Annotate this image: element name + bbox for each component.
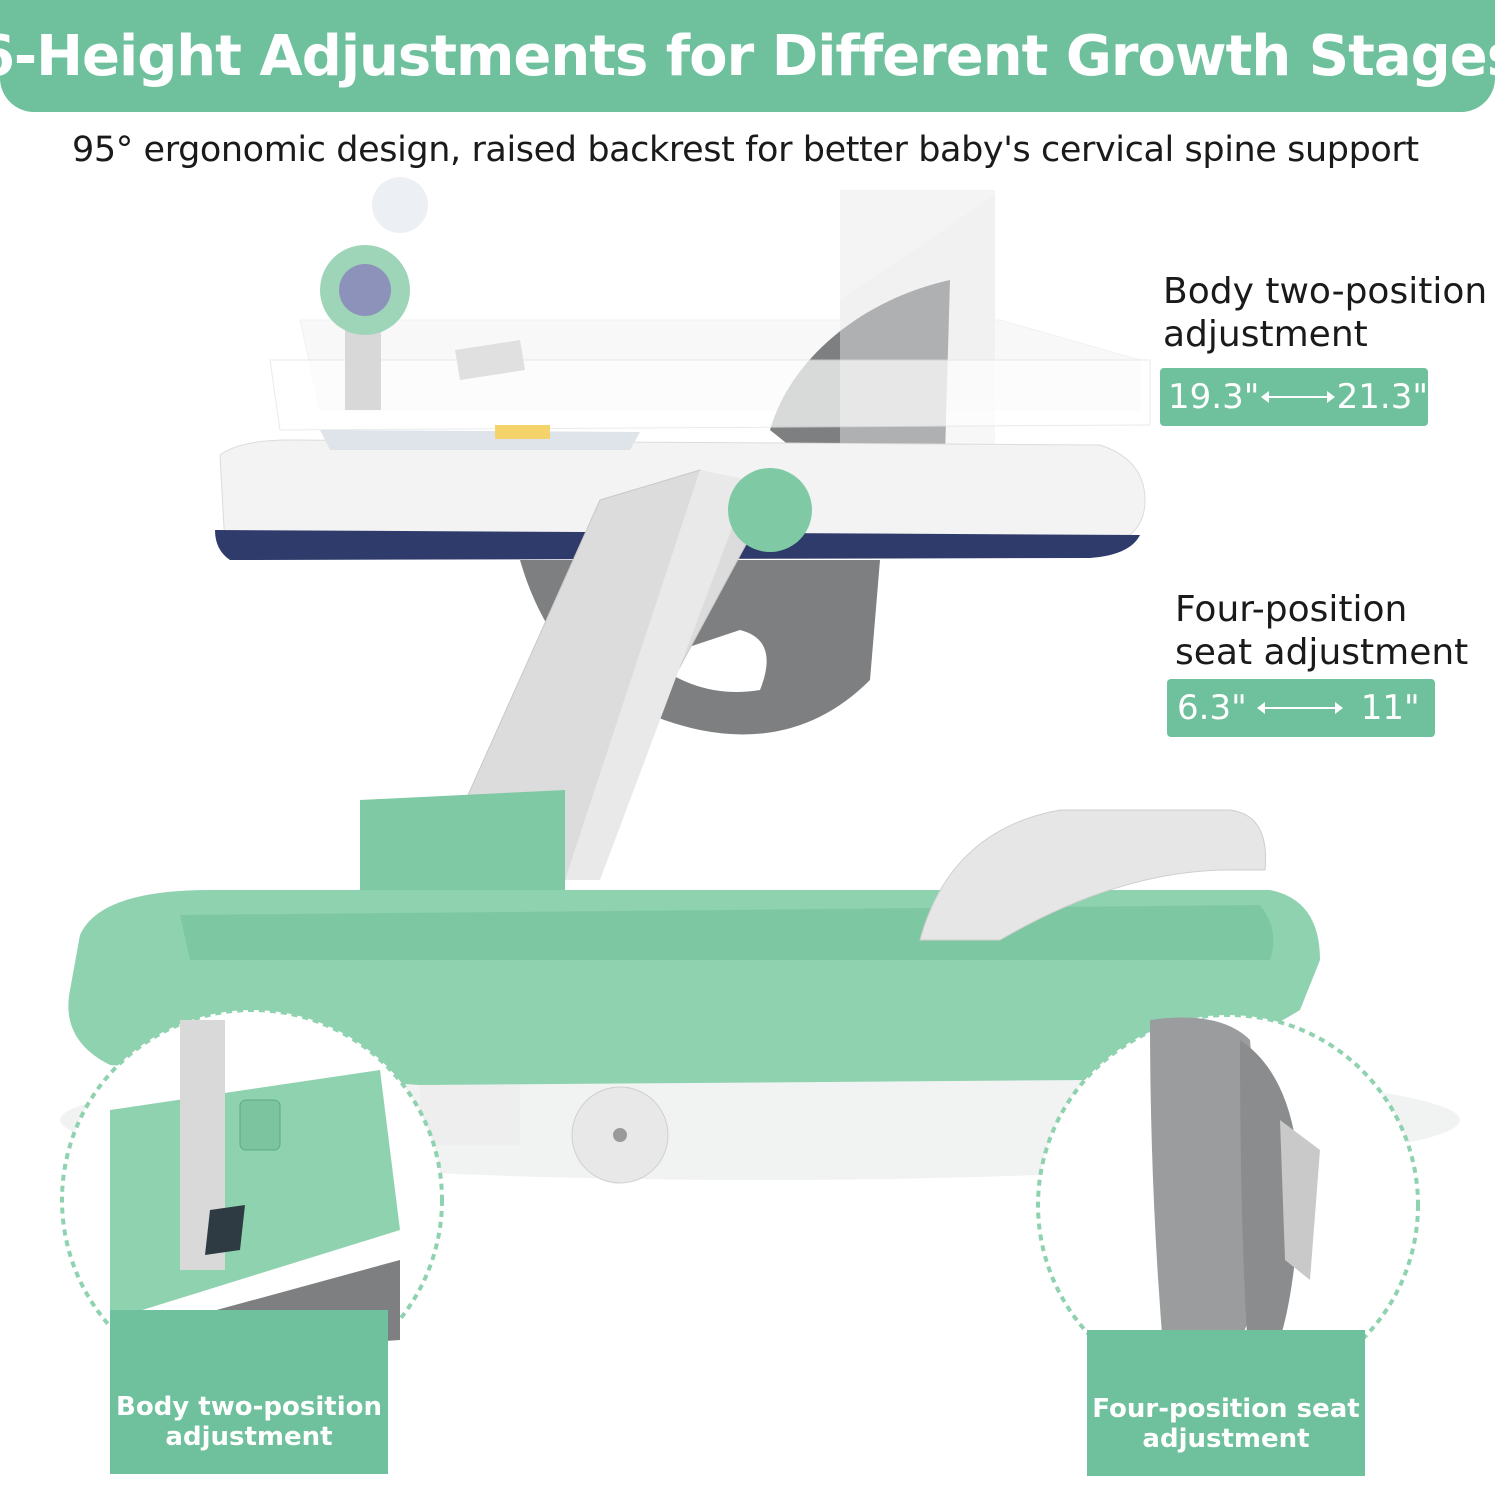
detail-right-line2: adjustment [1142,1424,1310,1454]
toy-fan [339,264,391,316]
seat-adjustment-label-line1: Four-position [1175,589,1408,630]
wheel-hub [613,1128,627,1142]
double-arrow-icon [1256,702,1343,714]
detail-circle-right [1036,1013,1420,1397]
frame-column-edge [565,470,750,880]
body-adjustment-range: 19.3" 21.3" [1160,368,1428,426]
seat-adjustment-range: 6.3" 11" [1167,679,1435,737]
toy-base [320,430,640,450]
toy-gear [455,340,525,380]
detail-left-label: Body two-position adjustment [110,1310,388,1474]
page-title: 6-Height Adjustments for Different Growt… [0,23,1500,89]
seat-adjustment-label: Four-position seat adjustment [1175,588,1468,674]
toy-button [495,425,550,439]
seat-adjustment-label-line2: seat adjustment [1175,632,1469,673]
detail-right-line1: Four-position seat [1092,1394,1360,1424]
body-range-to: 21.3" [1336,377,1428,417]
push-handle [919,809,1267,941]
detail-right-label: Four-position seat adjustment [1087,1330,1365,1476]
seat-range-from: 6.3" [1177,688,1247,728]
toy-tray [269,359,1151,431]
body-adjustment-label-line2: adjustment [1163,314,1368,355]
detail-circle-left [60,1008,444,1392]
subtitle: 95° ergonomic design, raised backrest fo… [72,130,1419,170]
seat-range-to: 11" [1360,688,1420,728]
body-adjustment-label: Body two-position adjustment [1163,270,1487,356]
detail-left-line2: adjustment [165,1422,333,1452]
detail-left-line1: Body two-position [116,1392,382,1422]
header-banner: 6-Height Adjustments for Different Growt… [0,0,1500,112]
wheel-housing [420,1085,520,1145]
body-adjustment-label-line1: Body two-position [1163,271,1488,312]
double-arrow-icon [1261,391,1336,403]
seat-leg-hole [650,630,767,692]
height-knob [728,468,812,552]
body-range-from: 19.3" [1168,377,1260,417]
